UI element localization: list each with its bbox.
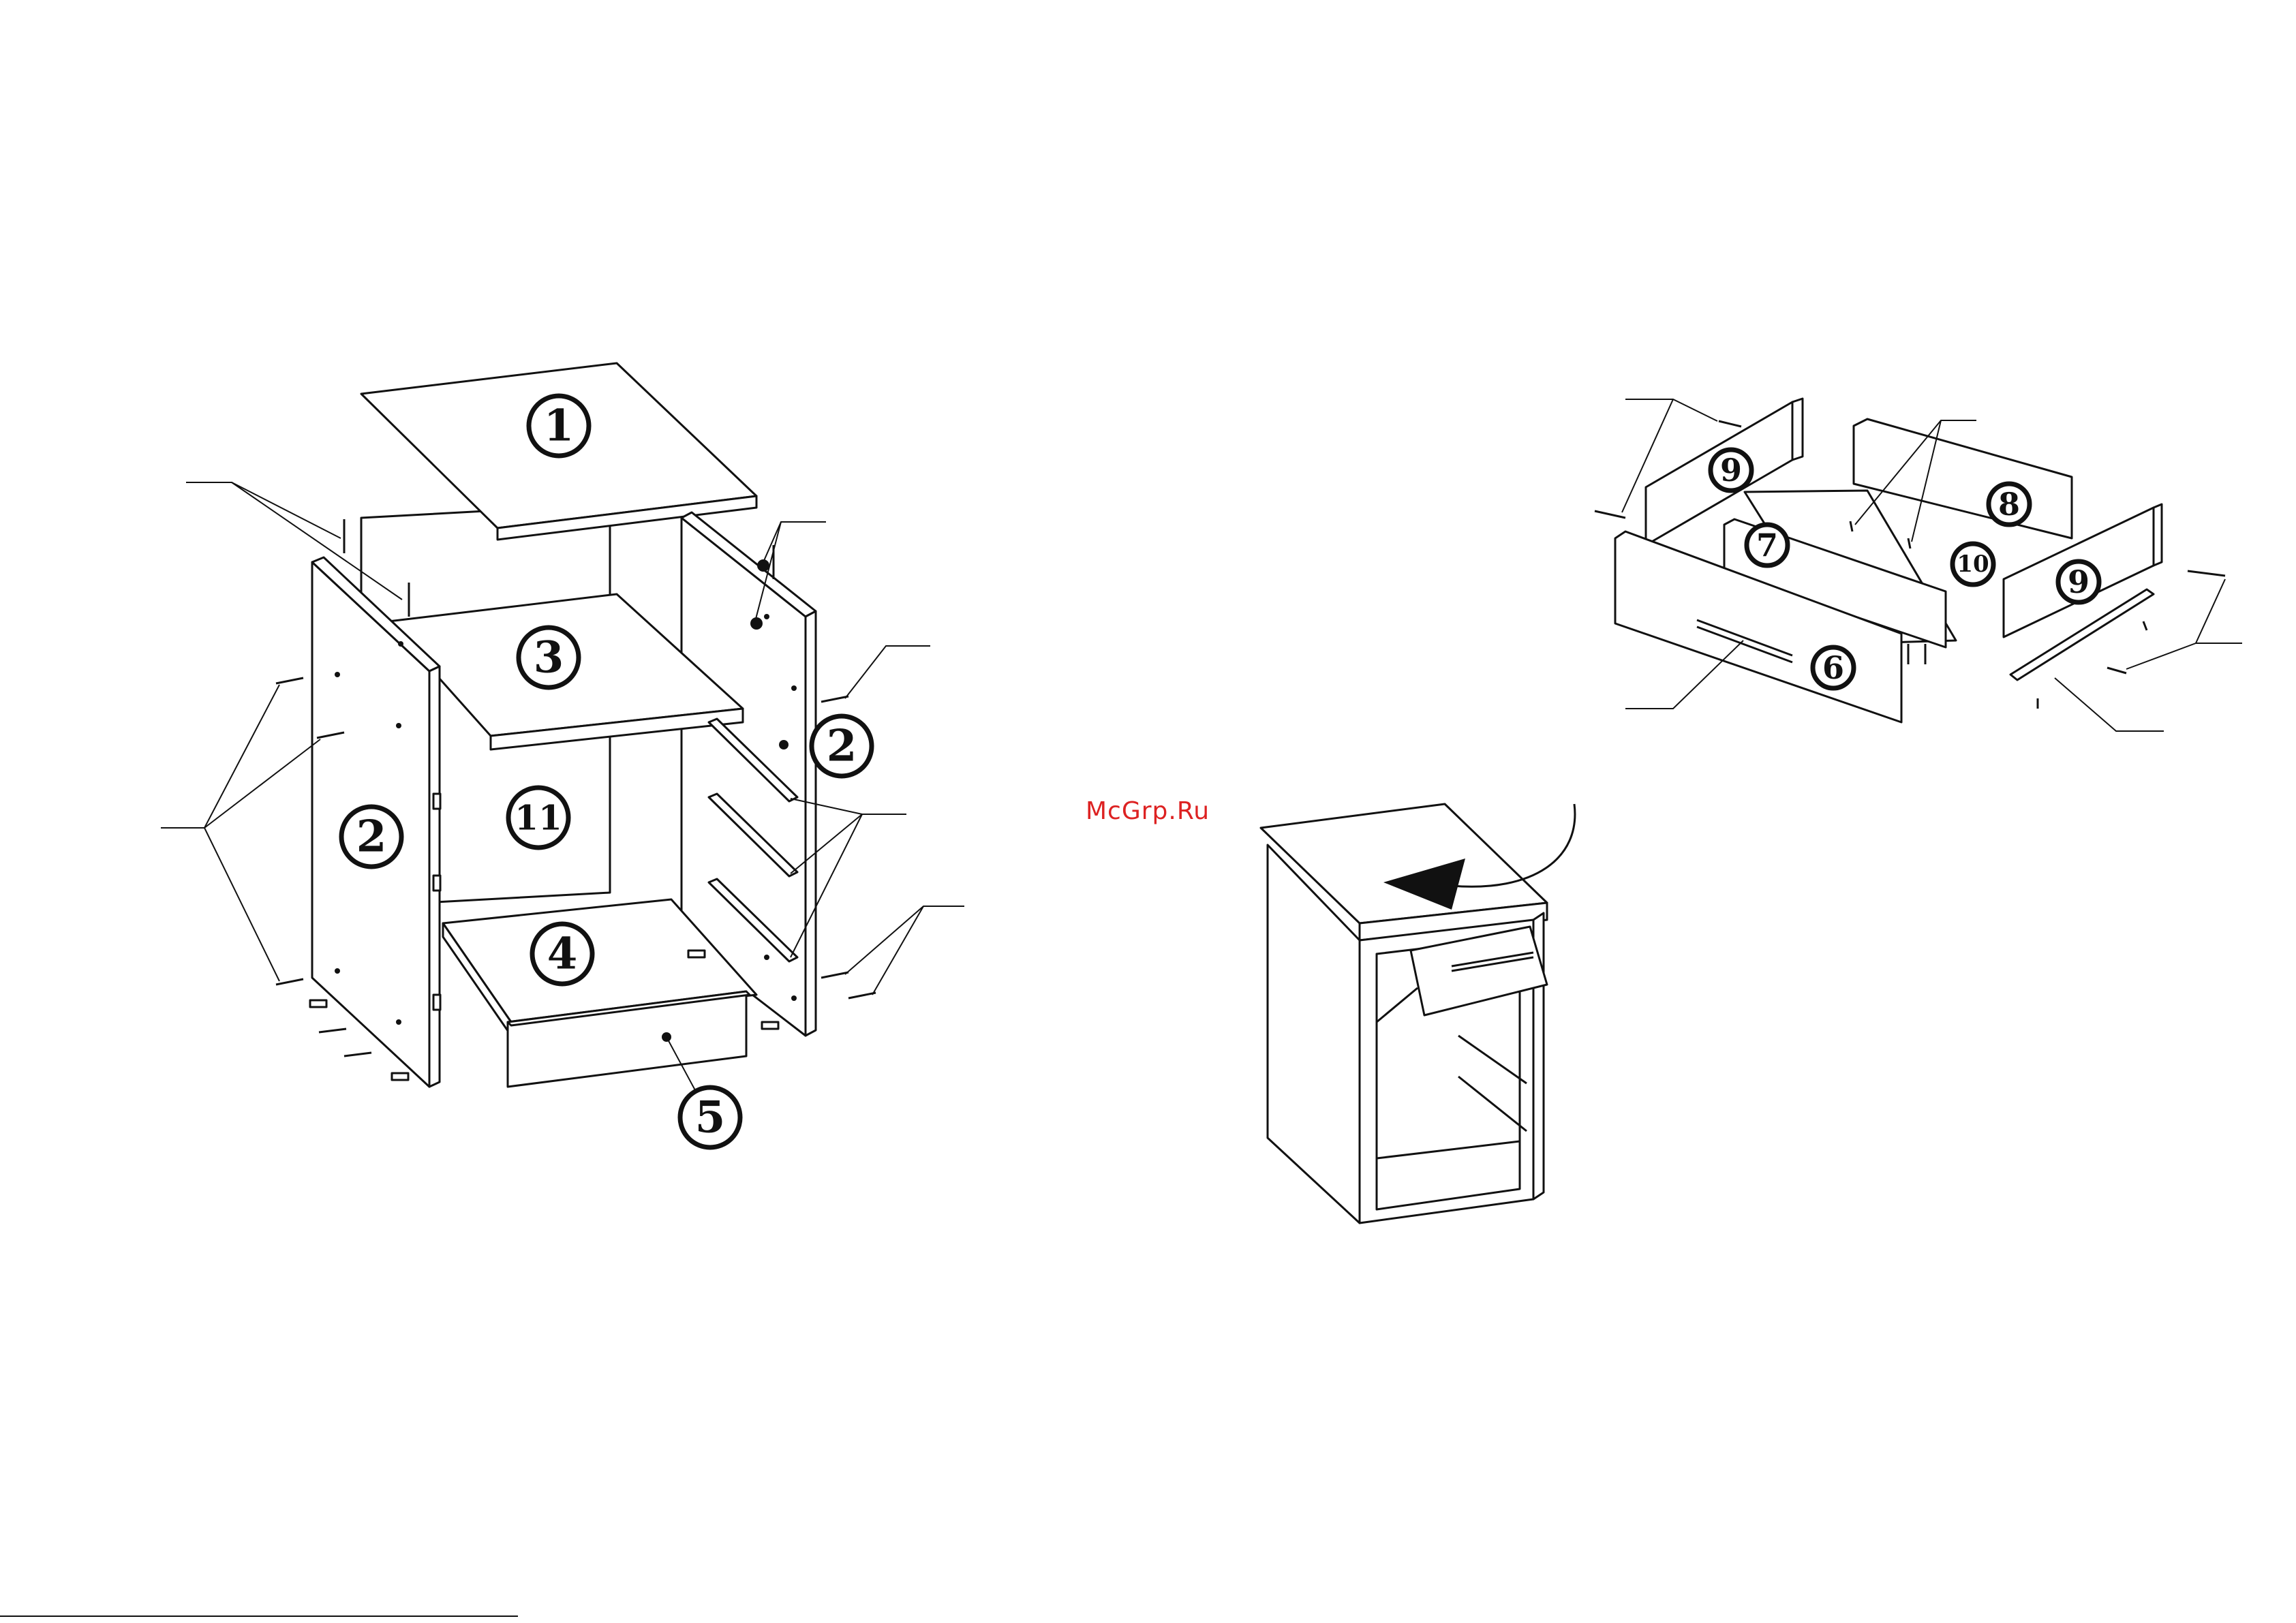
svg-text:8: 8	[1998, 486, 2020, 523]
part-label-5: 5	[680, 1087, 740, 1147]
part-label-8: 8	[1989, 484, 2030, 525]
part-label-9-right: 9	[2058, 561, 2099, 602]
svg-text:5: 5	[695, 1092, 726, 1143]
svg-text:4: 4	[547, 929, 578, 980]
part-label-10: 10	[1953, 544, 1993, 585]
part-label-9-left: 9	[1711, 450, 1751, 491]
part-label-2-right: 2	[812, 716, 872, 776]
part-label-11: 11	[508, 788, 568, 848]
drawer-insertion-view	[1261, 804, 1575, 1223]
cabinet-exploded-view: 1 3 11 2 2 4 5	[161, 363, 964, 1147]
part-label-7: 7	[1747, 525, 1788, 566]
drawer-back	[1854, 419, 2072, 538]
watermark-text: McGrp.Ru	[1086, 797, 1210, 825]
svg-text:3: 3	[534, 632, 564, 683]
svg-text:2: 2	[356, 812, 387, 863]
drawer-exploded-view: 9 8 7 10 9 6	[1595, 399, 2242, 731]
svg-text:10: 10	[1957, 551, 1989, 578]
part-label-2-left: 2	[341, 807, 401, 867]
svg-text:2: 2	[827, 721, 857, 772]
svg-text:1: 1	[544, 401, 575, 452]
svg-text:6: 6	[1822, 649, 1844, 686]
part-label-4: 4	[532, 924, 592, 984]
svg-text:11: 11	[515, 798, 562, 838]
part-label-1: 1	[529, 396, 589, 456]
svg-text:9: 9	[2068, 563, 2090, 600]
part-label-3: 3	[519, 628, 579, 687]
part-label-6: 6	[1813, 647, 1854, 688]
svg-text:7: 7	[1756, 527, 1778, 563]
svg-text:9: 9	[1720, 452, 1742, 489]
